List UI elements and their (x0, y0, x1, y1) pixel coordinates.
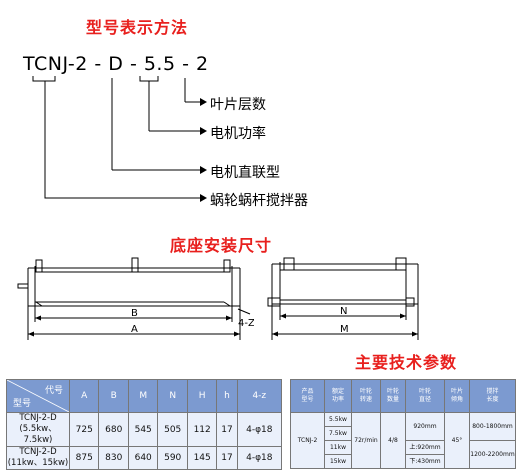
legend-worm-agitator: 蜗轮蜗杆搅拌器 (210, 193, 308, 209)
dim-a-label: A (131, 324, 138, 335)
dimension-table: 代号 型号 A B M N H h 4-z TCNJ-2-D(5.5kw、7.5… (6, 379, 283, 470)
table-row: TCNJ-2 5.5kw 72r/min 4/8 920mm 45° 800-1… (290, 412, 516, 469)
table1-row2-h: 145 (186, 446, 218, 470)
table2-diameter-3: 下:430mm (405, 454, 445, 469)
table1-corner-header: 代号 型号 (6, 379, 70, 413)
table2-head-length: 搅拌长度 (469, 379, 516, 413)
dim-n-label: N (340, 306, 347, 317)
table1-header-code: 代号 (44, 386, 63, 396)
naming-leader-lines (32, 76, 207, 202)
table1-col-b: B (98, 379, 129, 413)
table1-row2-m: 640 (127, 446, 159, 470)
table1-row1-h: 112 (186, 412, 218, 447)
model-code: TCNJ-2 - D - 5.5 - 2 (23, 53, 209, 75)
legend-motor-power: 电机功率 (210, 126, 266, 142)
table1-row1-m: 545 (127, 412, 159, 447)
table1-row1-a: 725 (68, 412, 100, 447)
table2-speed: 72r/min (351, 412, 381, 469)
table1-row1-b: 680 (98, 412, 129, 447)
tech-param-table: 产品型号 额定功率 叶轮转速 叶轮数量 叶轮直径 叶片倾角 搅拌长度 TCNJ-… (290, 379, 516, 469)
table1-col-small-h: h (216, 379, 238, 413)
table1-row2-n: 590 (157, 446, 188, 470)
install-title: 底座安装尺寸 (170, 236, 273, 255)
base-end-view-drawing: N M (267, 257, 419, 340)
table2-head-diameter: 叶轮直径 (405, 379, 445, 413)
table2-head-speed: 叶轮转速 (351, 379, 381, 413)
table2-head-power: 额定功率 (324, 379, 352, 413)
table2-diameter-2: 上:920mm (405, 440, 445, 455)
table1-row2-holes: 4-φ18 (236, 446, 283, 470)
table1-row1-small-h: 17 (216, 412, 238, 447)
table1-col-a: A (68, 379, 100, 413)
table1-row2-a: 875 (68, 446, 100, 470)
dim-b-label: B (131, 308, 138, 319)
table1-row2-small-h: 17 (216, 446, 238, 470)
table2-length-2: 1200-2200mm (469, 440, 516, 469)
table2-head-count: 叶轮数量 (380, 379, 406, 413)
table1-header-model: 型号 (13, 399, 32, 409)
table2-model: TCNJ-2 (290, 412, 325, 469)
table1-row2-model: TCNJ-2-D(11kw、15kw) (6, 446, 70, 470)
dim-m-label: M (340, 324, 349, 335)
table2-length-1: 800-1800mm (469, 412, 516, 441)
legend-blade-layers: 叶片层数 (210, 97, 266, 113)
table2-power-4: 15kw (324, 454, 352, 469)
naming-title: 型号表示方法 (86, 18, 189, 37)
table2-angle: 45° (444, 412, 470, 469)
table2-power-3: 11kw (324, 440, 352, 455)
table2-head-model: 产品型号 (290, 379, 325, 413)
table-row: TCNJ-2-D(5.5kw、7.5kw) 725 680 545 505 11… (6, 412, 283, 447)
table1-col-h: H (186, 379, 218, 413)
table1-row2-b: 830 (98, 446, 129, 470)
table1-col-n: N (157, 379, 188, 413)
diagonal-divider (7, 380, 69, 412)
table1-row1-n: 505 (157, 412, 188, 447)
table1-row1-model: TCNJ-2-D(5.5kw、7.5kw) (6, 412, 70, 447)
table1-row1-holes: 4-φ18 (236, 412, 283, 447)
base-side-view-drawing: B A 4-Z (17, 257, 254, 340)
table2-count: 4/8 (380, 412, 406, 469)
table-row: TCNJ-2-D(11kw、15kw) 875 830 640 590 145 … (6, 446, 283, 470)
table2-power-2: 7.5kw (324, 426, 352, 441)
hole-spec-label: 4-Z (238, 318, 254, 329)
table2-head-angle: 叶片倾角 (444, 379, 470, 413)
specs-title: 主要技术参数 (355, 353, 458, 372)
table1-col-m: M (127, 379, 159, 413)
table2-diameter-1: 920mm (405, 412, 445, 441)
table2-power-1: 5.5kw (324, 412, 352, 427)
legend-direct-motor: 电机直联型 (210, 165, 280, 181)
table1-col-holes: 4-z (236, 379, 283, 413)
